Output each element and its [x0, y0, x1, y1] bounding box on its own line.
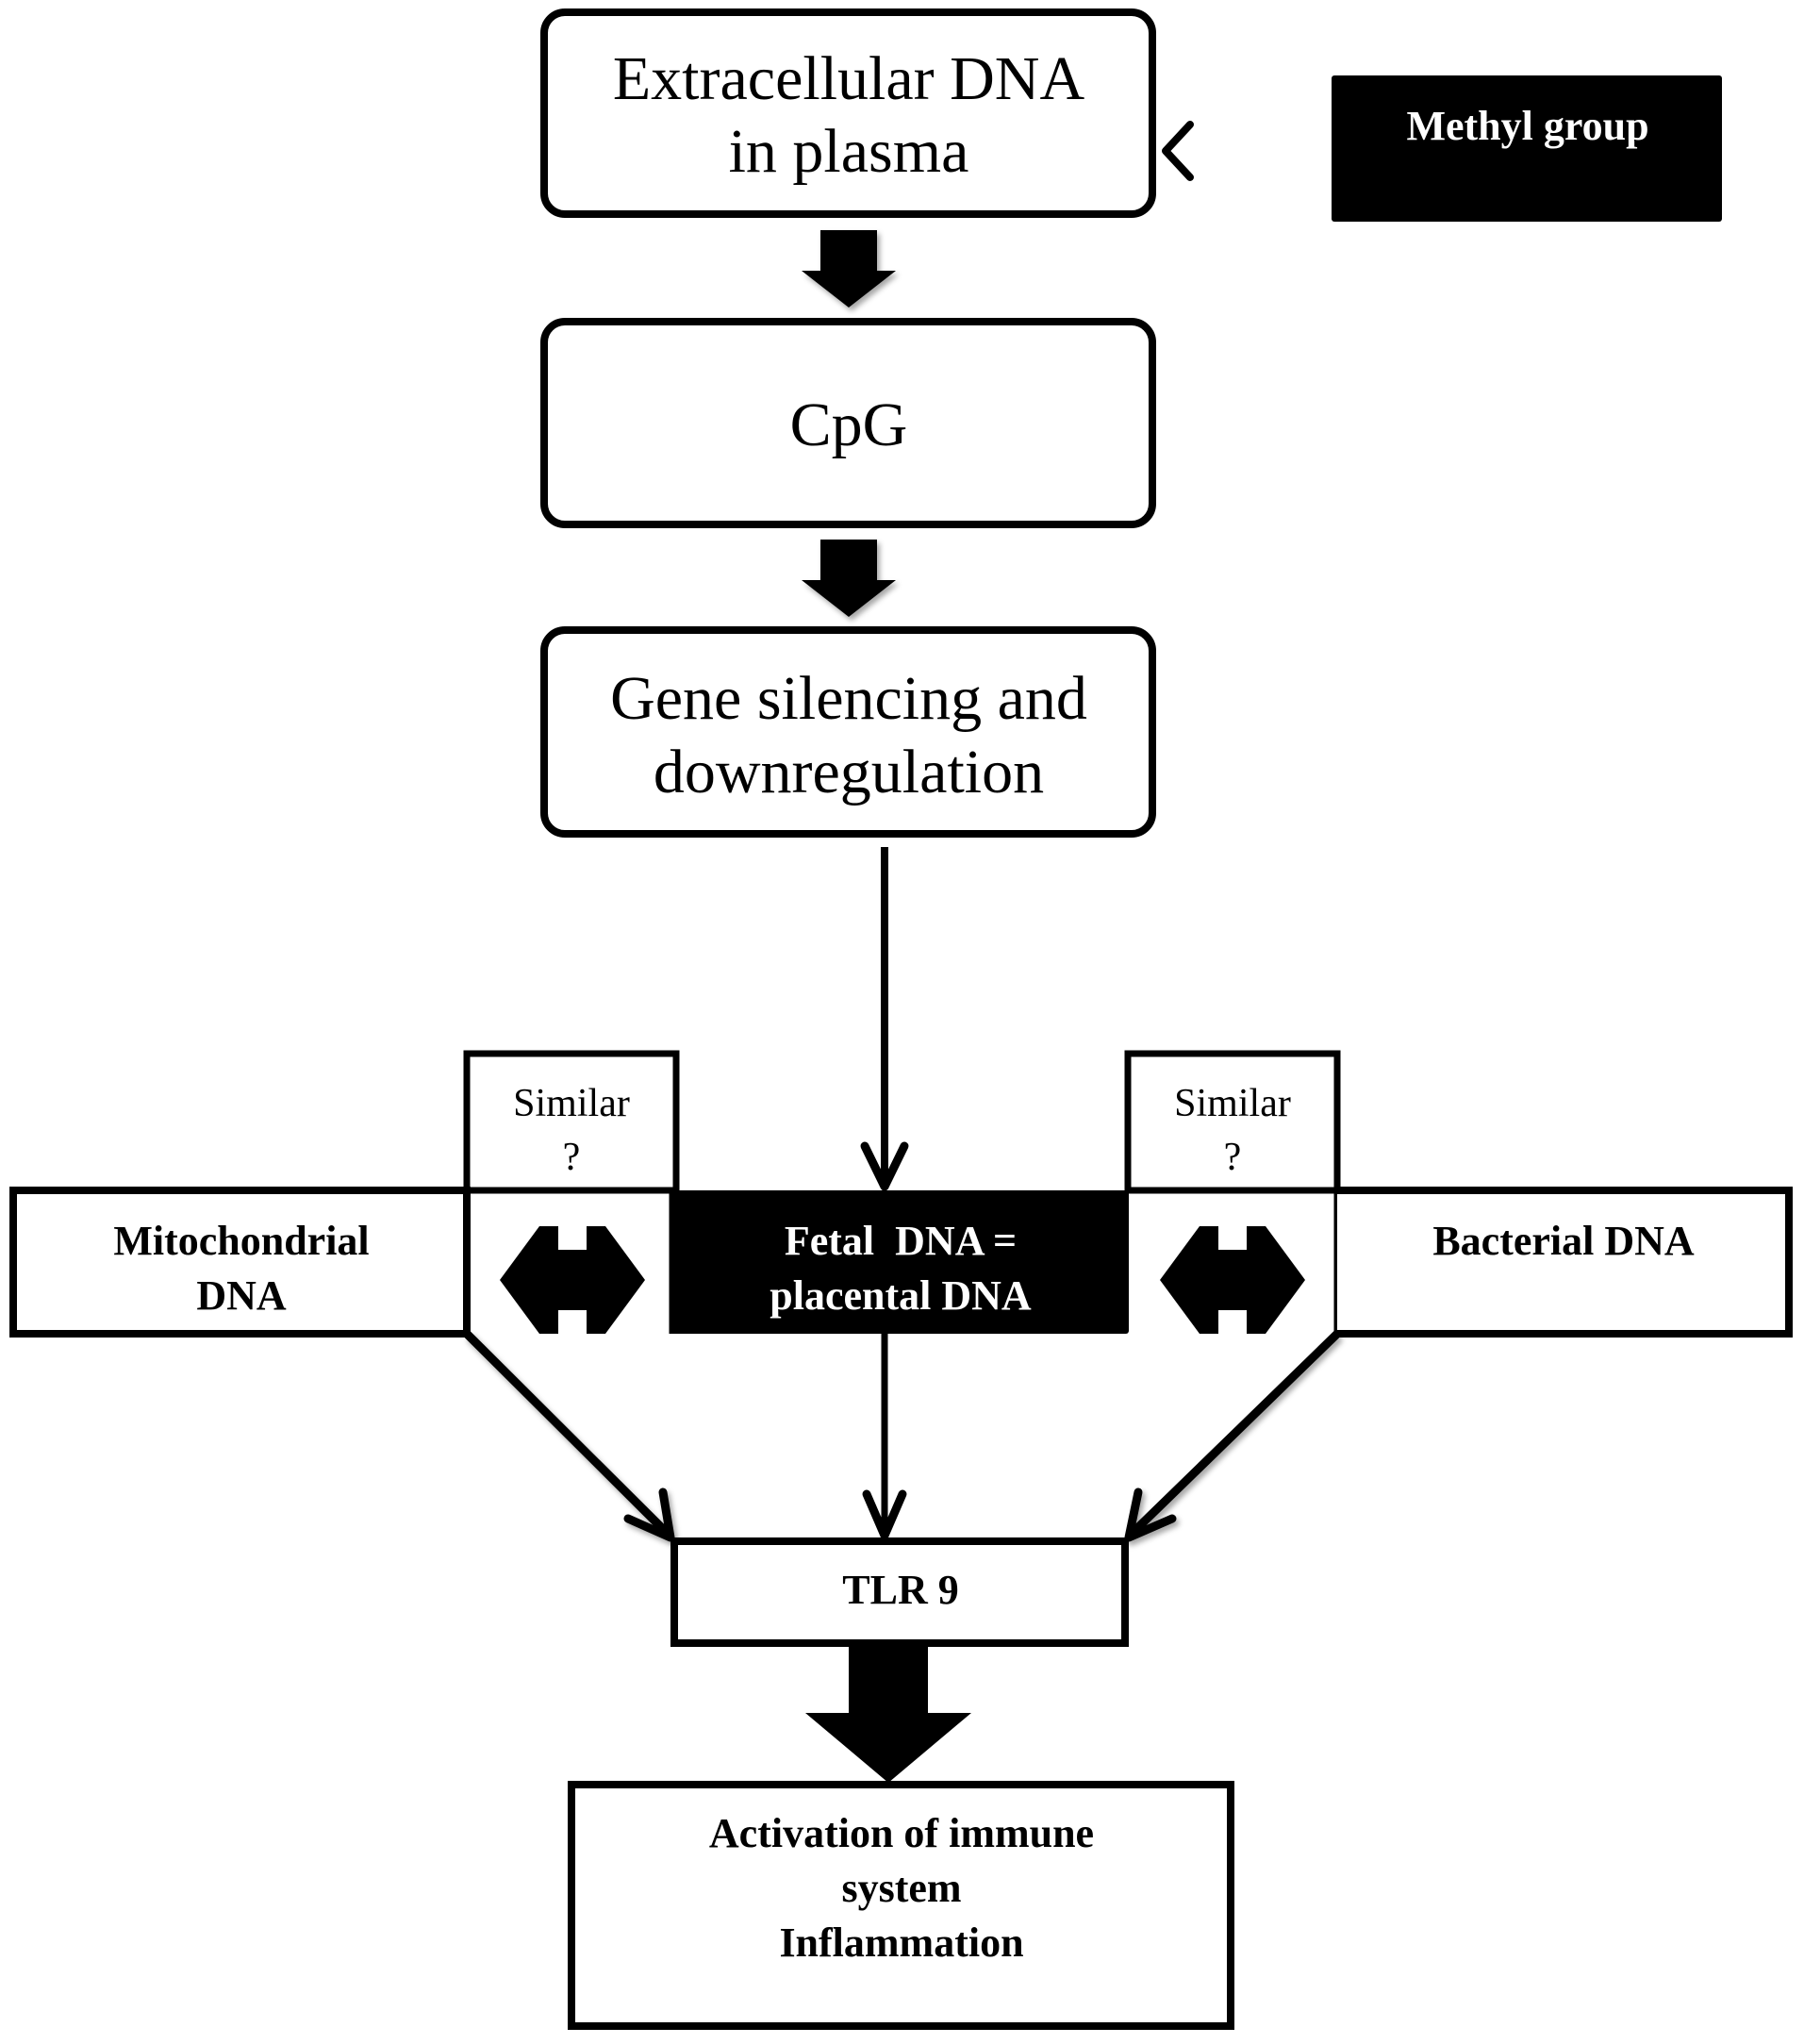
- edge-fetal-to-tlr9: [862, 1334, 907, 1540]
- node-label: downregulation: [654, 738, 1044, 806]
- edge-mito-to-tlr9: [463, 1330, 675, 1542]
- arrowhead-down-icon: [862, 1489, 907, 1540]
- edge-methyl-to-extracellular: [1162, 121, 1332, 181]
- arrowhead-down-icon: [860, 1141, 909, 1191]
- node-label: Bacterial DNA: [1432, 1218, 1695, 1264]
- node-label: in plasma: [729, 117, 969, 186]
- node-label: Extracellular DNA: [613, 44, 1085, 113]
- node-cpg: CpG: [540, 318, 1156, 528]
- node-label: Activation of immune: [709, 1810, 1094, 1856]
- node-label: Inflammation: [779, 1919, 1023, 1966]
- node-methyl-group: Methyl group: [1332, 75, 1722, 222]
- node-label: Methyl group: [1406, 103, 1648, 149]
- edge-gene-to-fetal: [860, 847, 909, 1191]
- label-similar-right: Similar ?: [1124, 1050, 1341, 1194]
- node-label: Mitochondrial: [113, 1218, 369, 1264]
- node-label: DNA: [196, 1272, 287, 1319]
- label-similar-left: Similar ?: [463, 1050, 680, 1194]
- question-mark: ?: [563, 1136, 581, 1179]
- node-label: placental DNA: [770, 1272, 1032, 1319]
- node-label: Gene silencing and: [610, 664, 1087, 733]
- block-arrow-down-icon: [802, 230, 896, 307]
- edge-bacterial-to-tlr9: [1124, 1330, 1341, 1542]
- node-label: CpG: [790, 391, 908, 459]
- node-mitochondrial-dna: Mitochondrial DNA: [9, 1187, 471, 1338]
- arrowhead-left-icon: [1162, 121, 1194, 181]
- node-extracellular-dna: Extracellular DNA in plasma: [540, 8, 1156, 218]
- node-label: TLR 9: [842, 1567, 958, 1613]
- block-arrow-down-icon: [802, 540, 896, 617]
- node-bacterial-dna: Bacterial DNA: [1337, 1187, 1793, 1338]
- node-tlr9: TLR 9: [670, 1537, 1129, 1647]
- similar-label: Similar: [1174, 1082, 1291, 1125]
- node-activation: Activation of immune system Inflammation: [568, 1781, 1234, 2030]
- similar-label: Similar: [513, 1082, 630, 1125]
- node-gene-silencing: Gene silencing and downregulation: [540, 626, 1156, 838]
- question-mark: ?: [1224, 1136, 1242, 1179]
- double-block-arrow-icon: [1160, 1226, 1305, 1334]
- node-label: Fetal DNA =: [785, 1218, 1017, 1264]
- double-block-arrow-icon: [500, 1226, 645, 1334]
- large-block-arrow-down-icon: [805, 1645, 971, 1783]
- node-fetal-dna: Fetal DNA = placental DNA: [672, 1190, 1129, 1334]
- node-label: system: [841, 1865, 961, 1911]
